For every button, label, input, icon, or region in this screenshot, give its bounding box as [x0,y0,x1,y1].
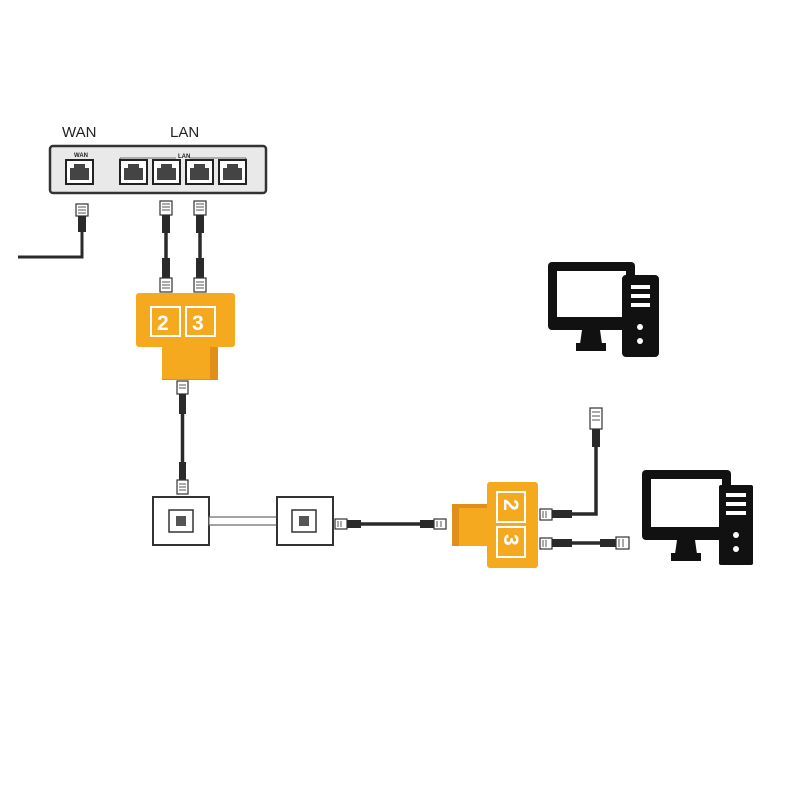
splitter-bottom-port-2: 2 [499,499,522,511]
lan-label: LAN [170,124,199,141]
horizontal-cable [334,518,447,530]
pc-cable-2 [539,536,630,550]
splitter-top: 2 3 [136,293,235,380]
wan-cable [18,203,89,259]
lan-cable-3 [193,200,207,293]
desktop-computer-2-icon [642,470,753,565]
wall-socket-2-icon [276,496,334,546]
lan-port-4 [218,159,247,185]
lan-ports-label: LAN [178,154,190,160]
splitter-bottom-port-3: 3 [499,534,522,546]
router-icon: WAN LAN [48,144,268,195]
wall-socket-1-icon [152,496,210,546]
wan-port [65,159,94,185]
lan-port-3 [185,159,214,185]
in-wall-cable [208,516,278,526]
lan-port-1 [119,159,148,185]
splitter-bottom: 2 3 [452,482,538,568]
splitter-top-port-3: 3 [192,312,204,335]
pc-cable-1 [539,407,603,521]
desktop-computer-1-icon [548,262,659,357]
vertical-cable [176,380,189,495]
wan-port-label: WAN [74,153,88,159]
lan-cable-2 [159,200,173,293]
ethernet-plug-icon [75,203,89,232]
wan-label: WAN [62,124,96,141]
splitter-top-port-2: 2 [157,312,169,335]
lan-port-2 [152,159,181,185]
